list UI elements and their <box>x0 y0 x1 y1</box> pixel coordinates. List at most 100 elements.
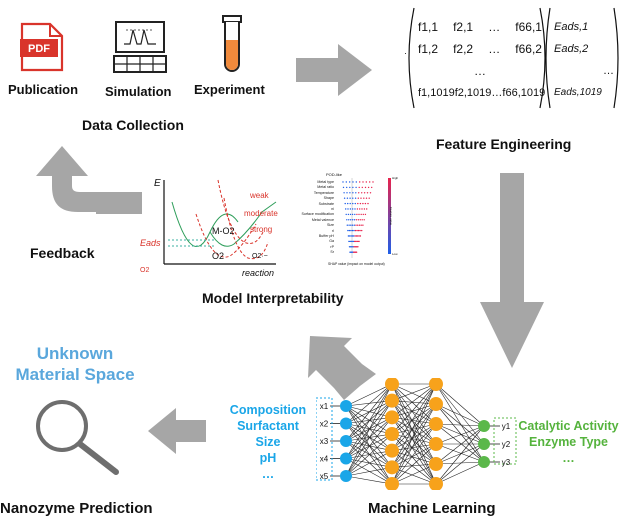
shap-dot <box>351 224 354 226</box>
shap-dot <box>351 229 354 232</box>
magnifier-icon <box>36 400 119 475</box>
hidden-node <box>429 417 443 431</box>
experiment-label: Experiment <box>194 82 265 97</box>
shap-dot <box>356 213 358 216</box>
shap-x-label: SHAP value (impact on model output) <box>328 262 385 266</box>
nn-edge <box>435 425 485 465</box>
shap-dot <box>350 246 352 248</box>
shap-dot <box>353 229 355 232</box>
shap-dot <box>355 181 357 183</box>
output-layer-node <box>478 438 490 450</box>
shap-feature-label: Sr <box>330 250 334 255</box>
nn-edge <box>345 458 393 485</box>
shap-dot <box>357 246 359 248</box>
nn-edge <box>345 423 393 435</box>
nn-edge <box>345 475 393 485</box>
nn-edge <box>345 423 393 468</box>
input-node: x4 <box>320 455 329 464</box>
matrix-cell: f2,1 <box>453 20 474 34</box>
nn-edge <box>391 417 437 445</box>
nn-edge <box>391 400 437 405</box>
shap-dot <box>362 202 364 205</box>
input-layer-node <box>340 470 352 482</box>
shap-dot <box>354 235 356 237</box>
matrix-cell: … <box>491 87 503 99</box>
shap-dot <box>359 235 362 237</box>
nn-edge <box>391 383 437 451</box>
input-label: Composition <box>229 403 307 417</box>
publication-label: Publication <box>8 82 79 97</box>
shap-dot <box>349 186 351 189</box>
nn-edge <box>345 405 393 485</box>
nn-edge <box>391 383 437 485</box>
shap-dot <box>346 197 349 199</box>
shap-dot <box>361 192 363 194</box>
shap-dot <box>350 240 352 243</box>
shap-dot <box>359 202 362 205</box>
arrow-to-feature-engineering <box>296 44 372 96</box>
matrix-cell: f1,1019 <box>418 87 455 99</box>
shap-dot <box>361 229 363 232</box>
model-interpretability-title: Model Interpretability <box>202 290 344 306</box>
nn-edge <box>391 433 437 485</box>
shap-dot <box>363 197 365 199</box>
shap-dot <box>361 219 363 221</box>
nn-edge <box>435 461 485 465</box>
nn-edge <box>391 433 437 445</box>
o2-axis-label: O2 <box>140 267 149 274</box>
shap-dot <box>359 229 361 232</box>
shap-dot <box>357 224 359 226</box>
shap-dot <box>365 181 367 183</box>
nn-edge <box>391 423 437 435</box>
nn-edge <box>345 383 393 407</box>
shap-feature-label: ni <box>331 207 334 212</box>
nn-edge <box>391 403 437 451</box>
nn-edge <box>345 405 393 435</box>
o2-label: O2 <box>212 251 224 261</box>
hidden-node <box>385 460 399 475</box>
shap-dot <box>353 224 355 226</box>
shap-dot <box>371 186 373 189</box>
output-node: y1 <box>502 422 511 431</box>
nn-edge <box>435 425 485 485</box>
shap-dot <box>355 251 358 253</box>
shap-dots <box>342 178 374 258</box>
nn-edge <box>435 461 485 485</box>
nn-edge <box>435 403 485 427</box>
nn-edge <box>391 463 437 485</box>
shap-dot <box>360 224 362 226</box>
nn-edge <box>435 423 485 427</box>
shap-dot <box>362 181 364 183</box>
shap-dot <box>351 235 354 237</box>
simulation-label: Simulation <box>105 84 172 99</box>
shap-dot <box>347 202 349 205</box>
nn-edge <box>345 383 393 424</box>
machine-learning-title: Machine Learning <box>368 500 496 517</box>
shap-dot <box>352 181 354 183</box>
shap-dot <box>369 181 371 183</box>
shap-dot <box>357 202 359 205</box>
shap-dot <box>347 235 350 237</box>
shap-dot <box>352 186 354 189</box>
m-o2-label: M-O2 <box>212 226 235 236</box>
shap-dot <box>342 186 345 189</box>
shap-dot <box>349 219 352 221</box>
nn-edge <box>345 423 393 451</box>
input-label: Surfactant <box>237 419 299 433</box>
shap-dot <box>355 186 357 189</box>
nn-edge <box>391 403 437 435</box>
shap-dot <box>356 208 359 210</box>
input-layer-node <box>340 435 352 447</box>
shap-dot <box>349 202 351 205</box>
shap-dot <box>358 240 360 243</box>
nn-edge <box>391 403 437 418</box>
hidden-node <box>429 397 443 411</box>
shap-dot <box>345 208 347 210</box>
nn-edge <box>391 423 437 485</box>
matrix-cell: f66,1 <box>515 20 542 34</box>
output-node: y3 <box>502 458 511 467</box>
shap-dot <box>359 181 361 183</box>
